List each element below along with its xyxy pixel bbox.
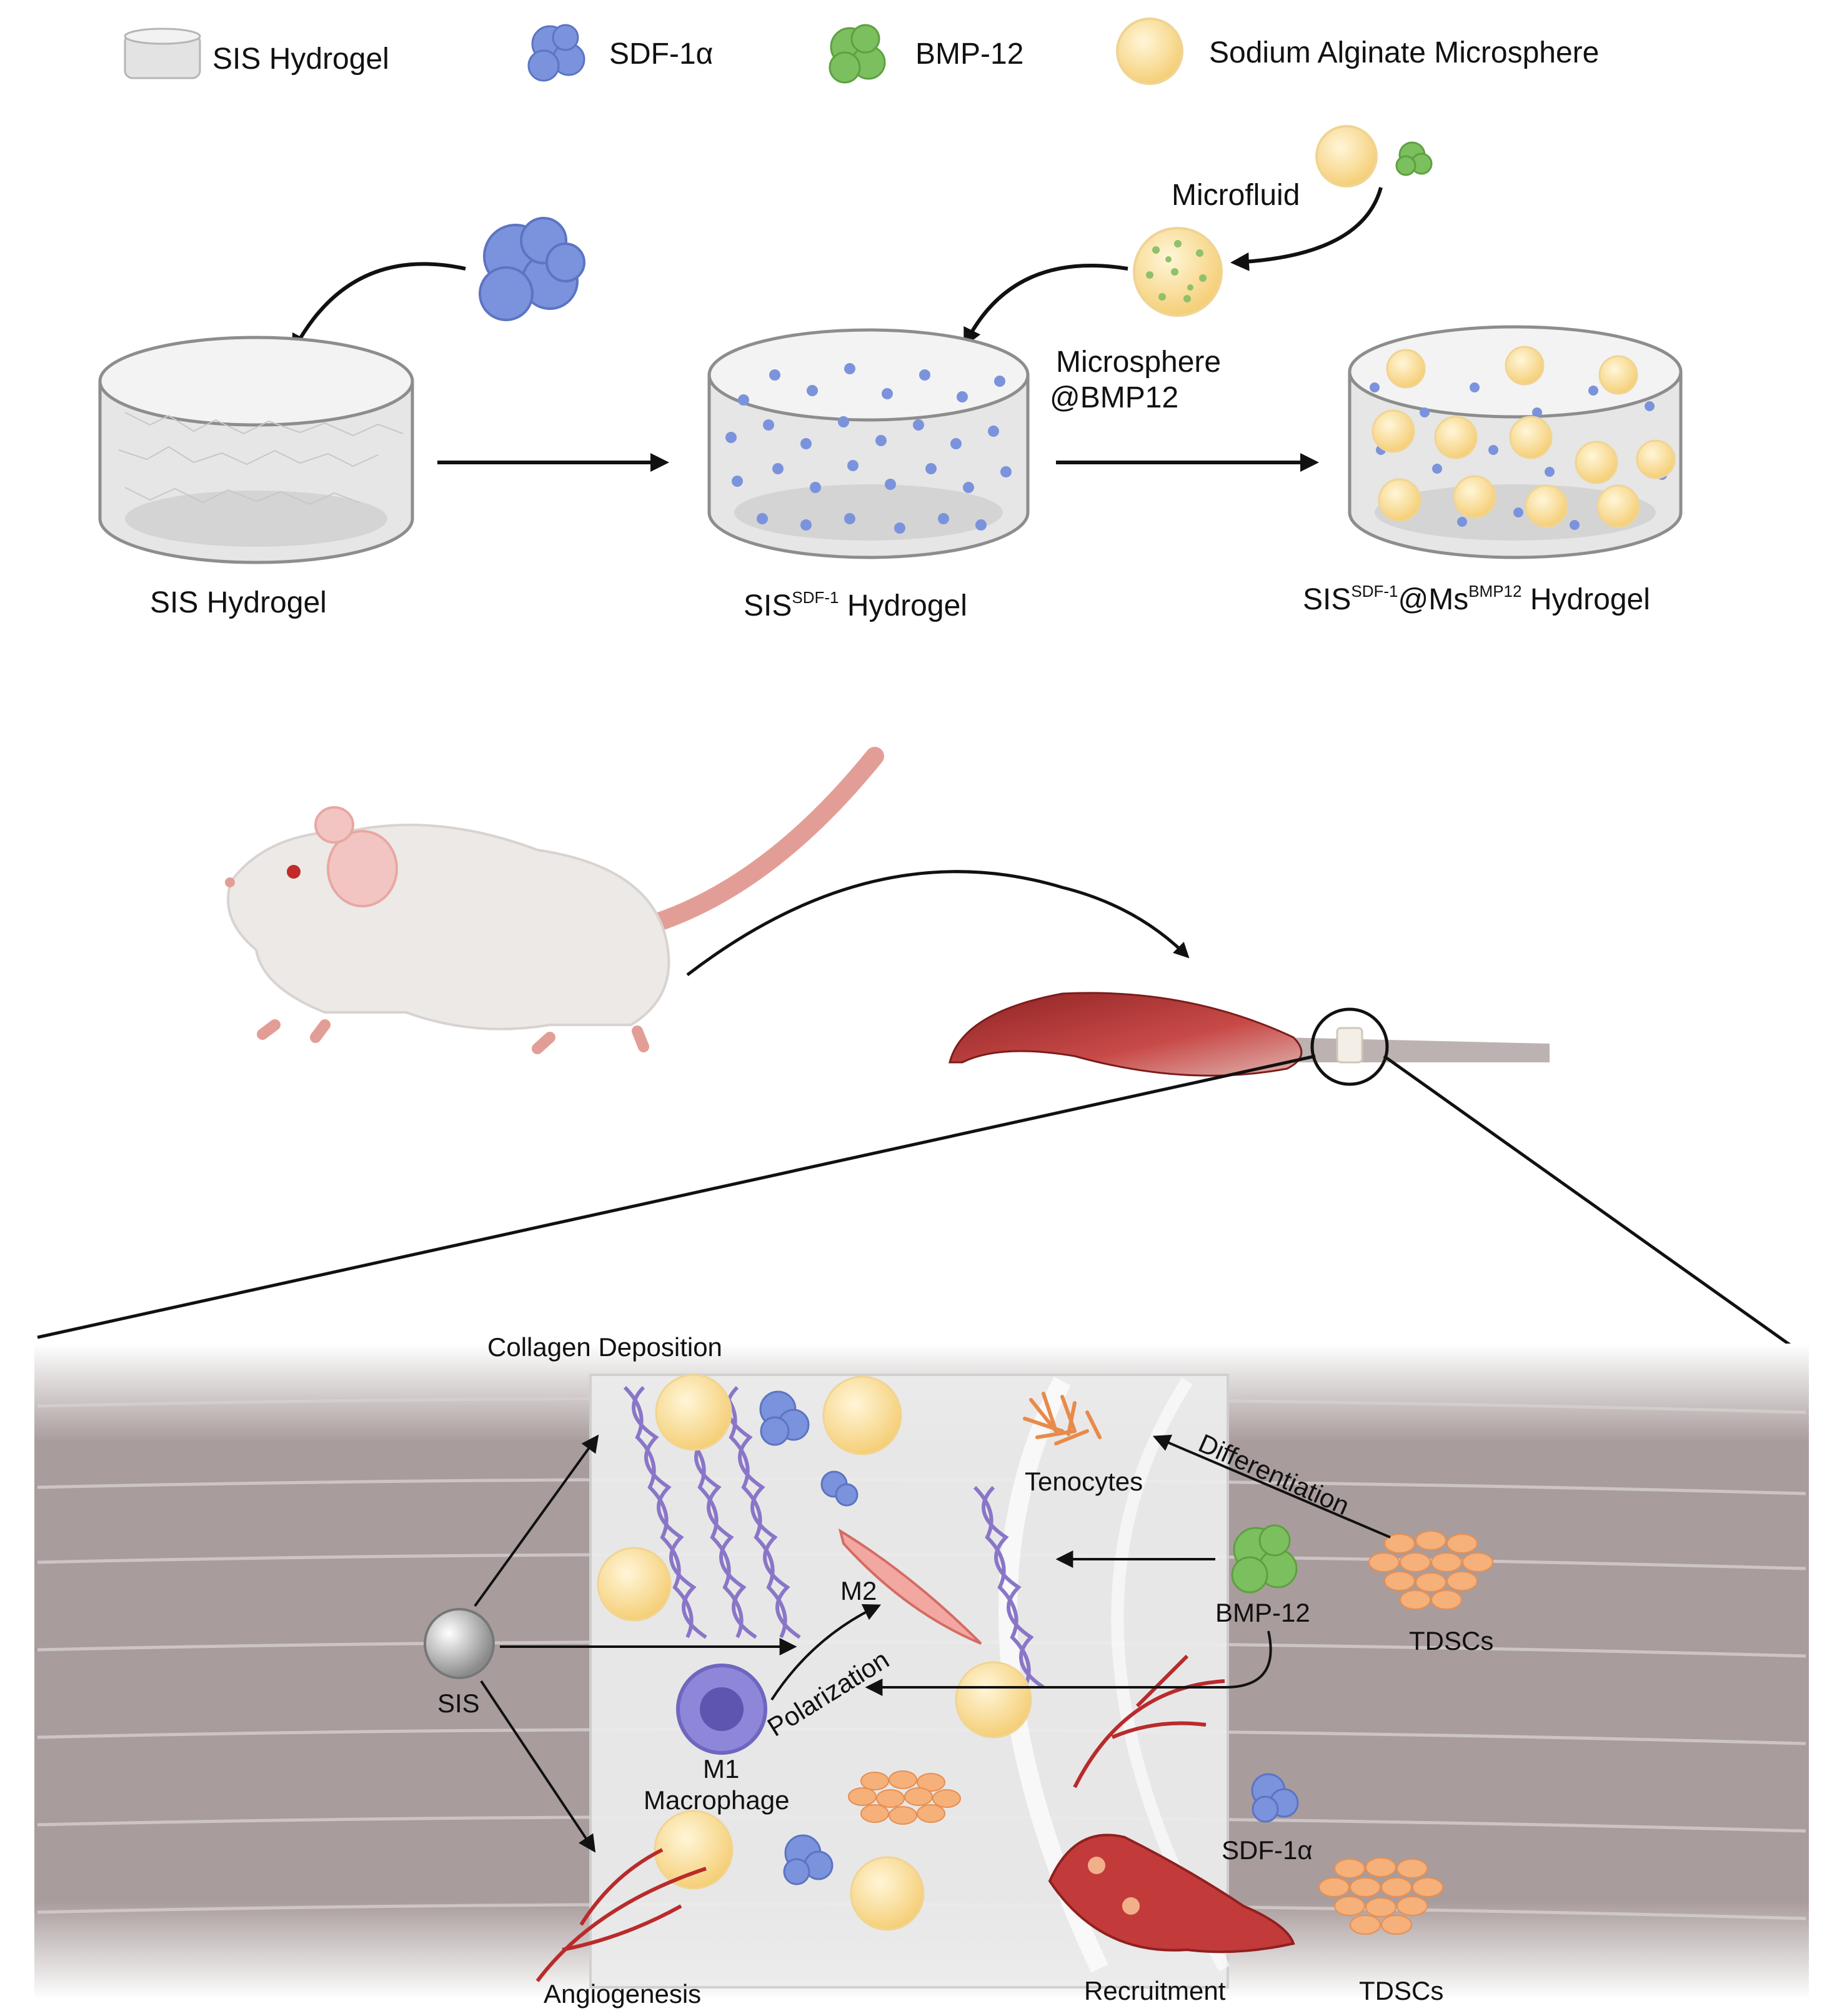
legend-microsphere-icon xyxy=(1116,17,1183,85)
tenocytes-cluster xyxy=(1023,1392,1102,1445)
stage3-label: SISSDF-1@MsBMP12 Hydrogel xyxy=(1303,582,1650,616)
tdscs-top-cluster xyxy=(1368,1530,1493,1610)
arrow-polarization xyxy=(770,1604,882,1701)
legend-bmp-label: BMP-12 xyxy=(915,37,1023,71)
legend-sdf-label: SDF-1α xyxy=(609,37,713,71)
vessels-left xyxy=(535,1848,707,1982)
recruitment-label: Recruitment xyxy=(1084,1976,1226,2005)
arrow-microfluid xyxy=(1230,187,1383,271)
microfluid-microsphere-icon xyxy=(1315,125,1378,187)
window-cell-cluster xyxy=(848,1770,961,1825)
sdf-label: SDF-1α xyxy=(1222,1835,1313,1865)
arrow-microsphere-to-hydrogel xyxy=(963,264,1128,347)
collagen-deposition-label: Collagen Deposition xyxy=(487,1332,722,1362)
sis-particle-icon xyxy=(424,1608,495,1679)
mechanism-section: Tenocytes M2 M1 Macrophage Polarization xyxy=(34,1332,1809,2009)
legend-microsphere-label: Sodium Alginate Microsphere xyxy=(1209,36,1599,69)
sis-sdf-hydrogel-disc xyxy=(707,328,1030,559)
angiogenesis-label: Angiogenesis xyxy=(544,1979,701,2009)
loaded-microsphere-icon xyxy=(1133,227,1223,317)
arrow-bmp-to-m2 xyxy=(865,1630,1272,1696)
vessels-right xyxy=(1073,1654,1225,1789)
arrow-sdf-to-hydrogel xyxy=(292,262,466,354)
tdscs-top-label: TDSCs xyxy=(1409,1626,1493,1655)
arrow-tdscs-differentiation xyxy=(1152,1434,1391,1539)
tdscs-bottom-cluster xyxy=(1318,1857,1443,1935)
microsphere-bmp-label-line1: Microsphere xyxy=(1056,346,1221,379)
legend-sis-hydrogel-icon xyxy=(124,27,201,79)
zoom-circle xyxy=(1310,1007,1389,1086)
stage2-label: SISSDF-1 Hydrogel xyxy=(744,588,967,622)
zoom-line-left xyxy=(37,1054,1316,1339)
legend-bmp-protein-icon xyxy=(829,24,886,84)
tenocytes-label: Tenocytes xyxy=(1025,1467,1143,1496)
legend-sdf-protein-icon xyxy=(527,24,585,82)
collagen-fibers xyxy=(623,1385,1045,1689)
arrow-sis-to-collagen xyxy=(474,1434,599,1607)
stage1-label: SIS Hydrogel xyxy=(150,586,327,619)
bmp12-label: BMP-12 xyxy=(1215,1598,1310,1627)
tdscs-bottom-label: TDSCs xyxy=(1359,1976,1443,2005)
zoom-line-right xyxy=(1383,1054,1807,1358)
microfluid-label: Microfluid xyxy=(1172,179,1300,212)
sis-sdf-ms-bmp-hydrogel-disc xyxy=(1348,325,1683,559)
arrow-rat-to-muscle xyxy=(686,870,1190,976)
microfluid-bmp-icon xyxy=(1395,141,1433,176)
m2-macrophage-icon xyxy=(838,1528,982,1645)
sis-label: SIS xyxy=(437,1689,480,1718)
fabrication-section: Microfluid Microsphere @BMP12 SIS Hy xyxy=(98,125,1683,622)
rat-illustration xyxy=(225,747,884,1054)
microsphere-bmp-label-line2: @BMP12 xyxy=(1050,381,1178,414)
legend: SIS Hydrogel SDF-1α BMP-12 Sodium Algina… xyxy=(124,17,1599,85)
m1-label: M1 xyxy=(703,1754,739,1784)
macrophage-label: Macrophage xyxy=(644,1785,789,1815)
animal-model-section xyxy=(37,747,1807,1358)
legend-sis-hydrogel-label: SIS Hydrogel xyxy=(212,42,389,76)
window-microspheres xyxy=(597,1374,1032,1931)
sis-hydrogel-disc xyxy=(98,336,414,564)
m1-macrophage-icon xyxy=(676,1664,767,1755)
recruitment-vessel xyxy=(1048,1834,1295,1954)
muscle-tendon-illustration xyxy=(948,992,1550,1086)
sdf-protein-free xyxy=(479,217,585,321)
window-sdf-proteins xyxy=(759,1390,1299,1885)
bmp12-protein-icon xyxy=(1231,1524,1298,1594)
m2-label: M2 xyxy=(840,1576,877,1605)
arrow-sis-to-angiogenesis xyxy=(480,1680,596,1853)
